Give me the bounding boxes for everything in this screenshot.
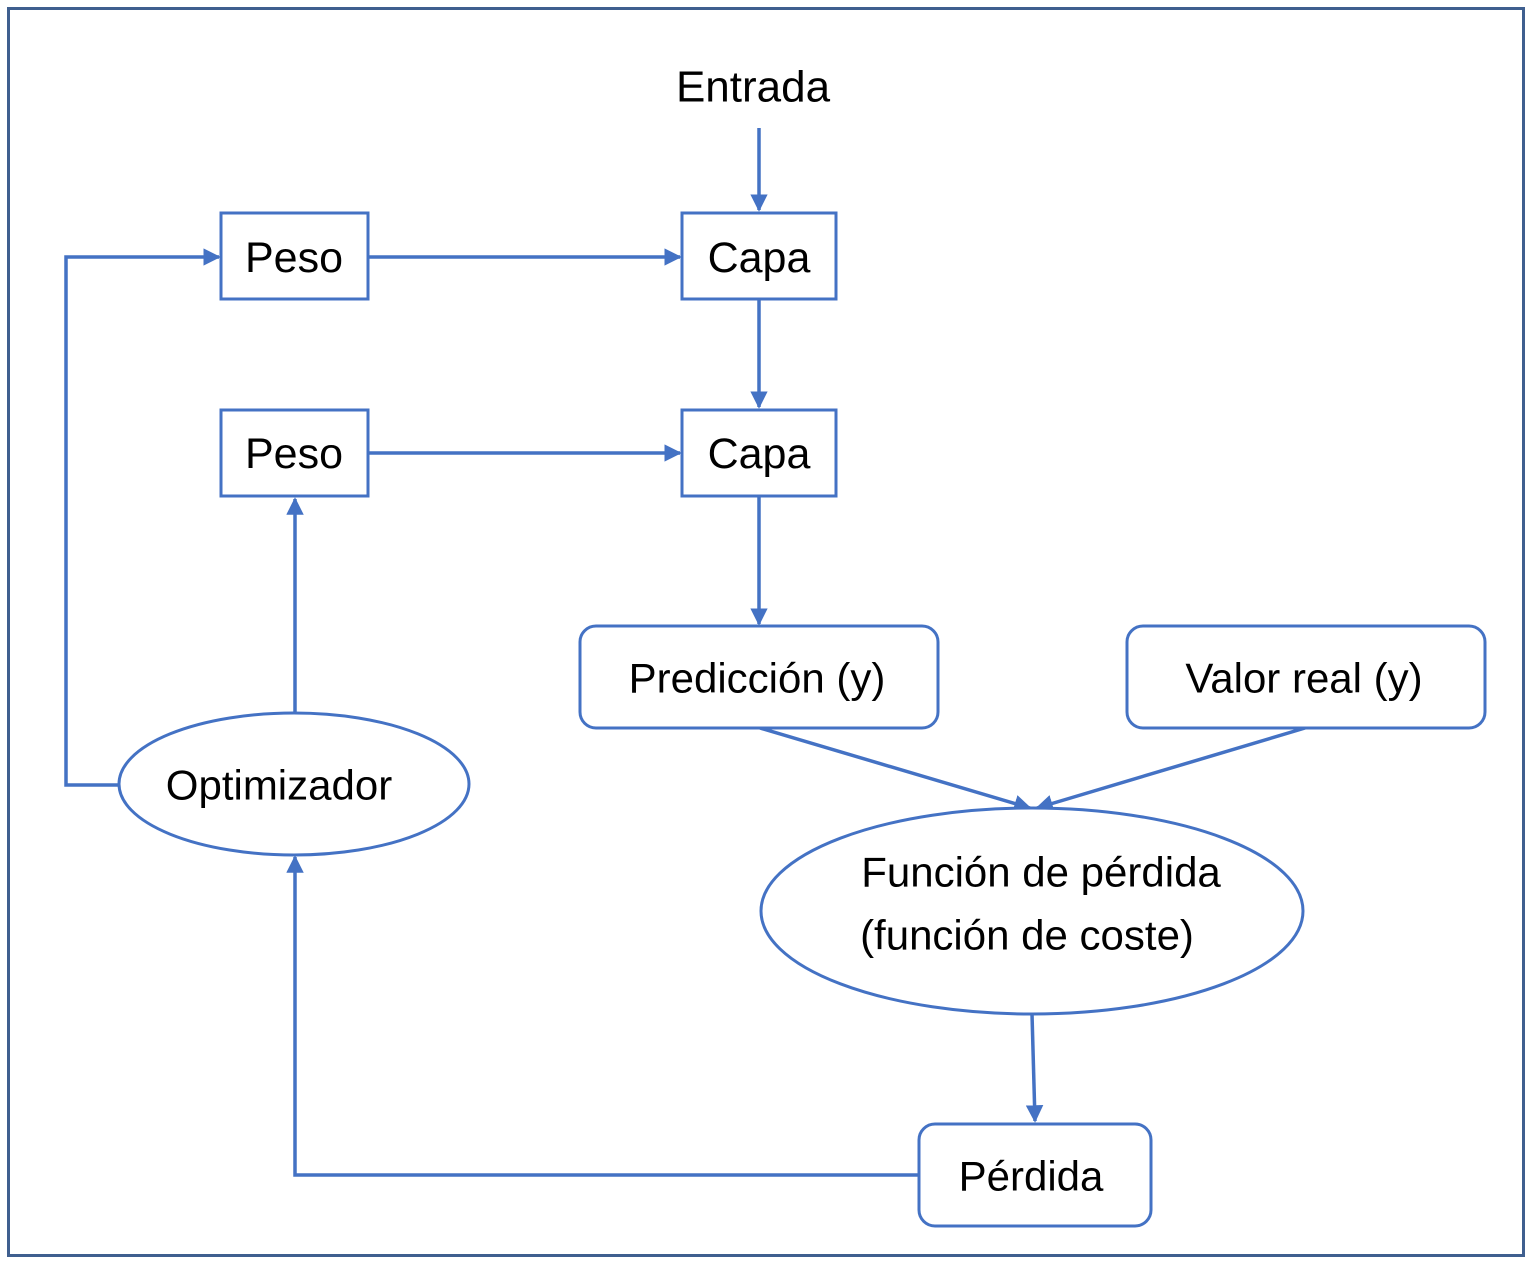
optimizer-label: Optimizador bbox=[166, 762, 392, 809]
loss-function-label-line-1: Función de pérdida bbox=[861, 849, 1221, 896]
layer-box-1 bbox=[680, 211, 838, 301]
edge-perdida-to-optimizador bbox=[286, 855, 919, 1177]
layer-label-2: Capa bbox=[708, 430, 811, 478]
layer-box-2 bbox=[680, 408, 838, 498]
weight-box-1 bbox=[219, 211, 370, 301]
prediction-box bbox=[578, 624, 940, 730]
layer-label-1: Capa bbox=[708, 234, 811, 282]
true-value-label: Valor real (y) bbox=[1185, 655, 1422, 702]
optimizer-ellipse bbox=[117, 711, 471, 857]
edge-valor-real-to-funcion-perdida bbox=[1035, 726, 1306, 812]
weight-label-1: Peso bbox=[245, 234, 343, 282]
loss-function-ellipse bbox=[759, 806, 1305, 1016]
edge-optimizador-to-peso-1 bbox=[64, 248, 221, 787]
input-label: Entrada bbox=[676, 63, 831, 112]
edge-prediccion-to-funcion-perdida bbox=[759, 726, 1032, 812]
loss-function-label-line-2: (función de coste) bbox=[860, 912, 1194, 959]
prediction-label: Predicción (y) bbox=[629, 655, 886, 702]
weight-label-2: Peso bbox=[245, 430, 343, 478]
weight-box-2 bbox=[219, 408, 370, 498]
true-value-box bbox=[1125, 624, 1487, 730]
edge-funcion-perdida-to-perdida bbox=[1025, 1013, 1044, 1123]
loss-box bbox=[917, 1122, 1153, 1228]
loss-label: Pérdida bbox=[959, 1153, 1104, 1200]
